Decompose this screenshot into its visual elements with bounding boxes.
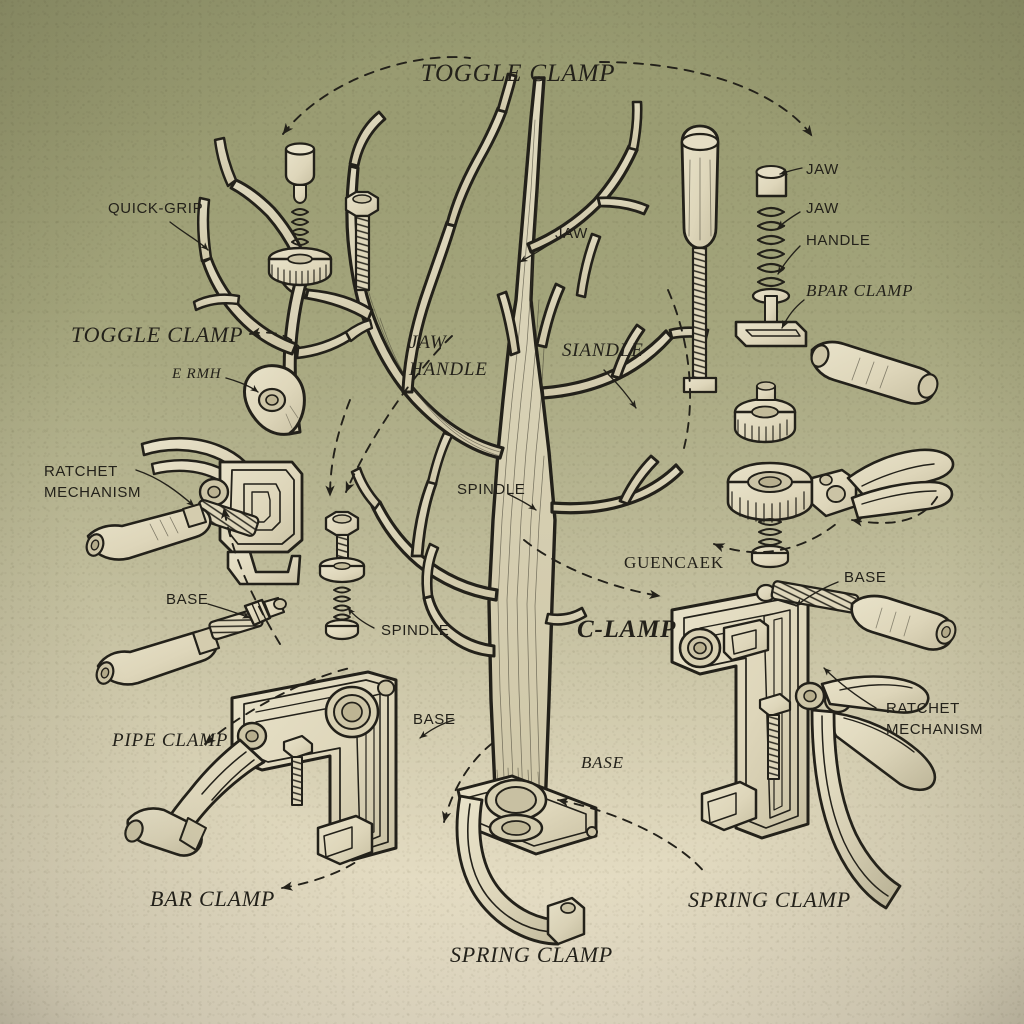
callout-e-rmh: E RMH — [172, 366, 222, 382]
upper-left-exploded-hardware — [267, 142, 380, 292]
title-spring-clamp-bottom: SPRING CLAMP — [450, 942, 613, 967]
pipe-clamp-screw-handle — [95, 596, 287, 686]
title-c-lamp: C-LAMP — [577, 616, 677, 643]
right-spring-clamp-body — [670, 588, 937, 910]
callout-leader-lines — [135, 167, 877, 739]
callout-spindle-left: SPINDLE — [381, 622, 450, 639]
right-exploded-screw-handle — [755, 580, 957, 651]
hex-bolt-upper-left — [344, 190, 380, 292]
callout-handle-right: HANDLE — [806, 232, 871, 249]
title-toggle-clamp-left: TOGGLE CLAMP — [71, 322, 244, 347]
title-toggle-clamp-top: TOGGLE CLAMP — [420, 60, 616, 87]
right-spindle-clamp — [734, 164, 939, 405]
right-handle-and-screw — [680, 124, 720, 394]
knurled-wheel-upper-left — [267, 246, 333, 287]
bar-clamp-body — [124, 670, 398, 866]
callout-pipe-clamp: PIPE CLAMP — [112, 730, 229, 751]
callout-spindle-center: SPINDLE — [457, 481, 526, 498]
right-gears — [726, 381, 814, 569]
assembly-arc-arrows — [204, 56, 941, 891]
callout-base-mid: BASE — [413, 711, 456, 728]
spring-clamp-pliers — [810, 448, 955, 520]
callout-handle-center: SIANDLE — [562, 340, 644, 361]
upper-left-antler-clamp — [192, 136, 374, 436]
left-ratchet-bar-clamp — [85, 436, 304, 586]
callout-jaw-right-upper: JAW — [806, 161, 839, 178]
callout-base-center-low: BASE — [581, 753, 624, 772]
callout-ratchet-mechanism-right: RATCHET MECHANISM — [886, 700, 984, 739]
callout-jaw-handle-left: JAW HANDLE — [409, 332, 488, 380]
title-spring-clamp-right: SPRING CLAMP — [688, 887, 851, 912]
callout-jaw-center: JAW — [555, 225, 588, 242]
callout-quick-grip: QUICK-GRIP — [108, 200, 204, 217]
callout-guencaek: GUENCAEK — [624, 553, 724, 572]
callout-jaw-right-lower: JAW — [806, 200, 839, 217]
callout-bar-clamp-right: BPAR CLAMP — [806, 281, 914, 300]
title-bar-clamp: BAR CLAMP — [150, 886, 276, 911]
c-clamp-base — [455, 774, 598, 946]
callout-base-left-upper: BASE — [166, 591, 209, 608]
center-spindle-exploded — [318, 510, 366, 641]
callout-ratchet-mechanism-left: RATCHET MECHANISM — [44, 463, 142, 502]
callout-base-right-upper: BASE — [844, 569, 887, 586]
